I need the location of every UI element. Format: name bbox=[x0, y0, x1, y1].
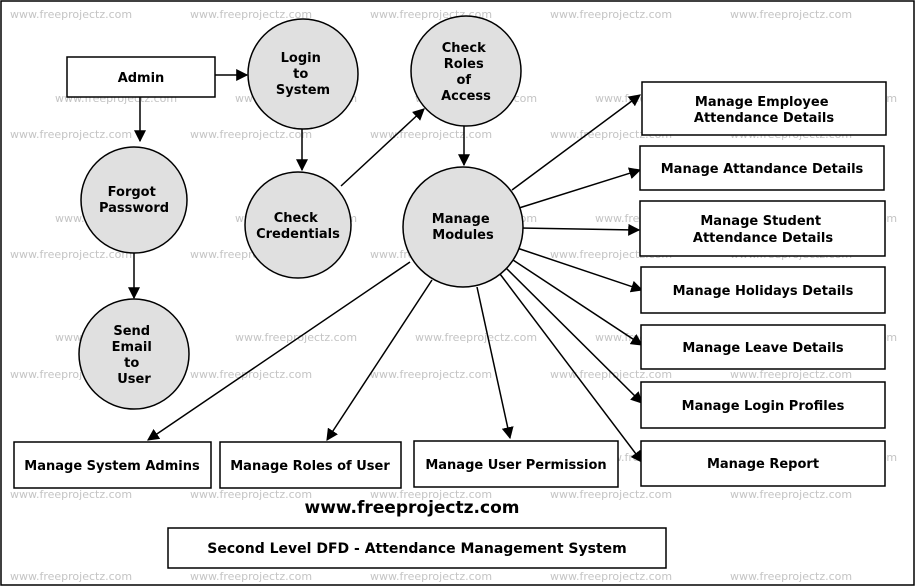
process-login-label: Login to System bbox=[276, 51, 330, 98]
entity-admin-label: Admin bbox=[118, 71, 165, 86]
watermark-text: www.freeprojectz.com bbox=[190, 368, 312, 381]
process-labels: Login to System Check Roles of Access Fo… bbox=[99, 41, 494, 387]
store-login-profiles-label: Manage Login Profiles bbox=[682, 399, 845, 414]
flow-to-login-profiles bbox=[505, 267, 643, 404]
process-manage-modules bbox=[402, 166, 524, 288]
flow-to-report bbox=[499, 273, 643, 463]
watermark-text: www.freeprojectz.com bbox=[550, 488, 672, 501]
watermark-text: www.freeprojectz.com bbox=[10, 8, 132, 21]
site-url: www.freeprojectz.com bbox=[305, 498, 520, 518]
entity-admin: Admin bbox=[66, 56, 216, 98]
store-attendance bbox=[639, 145, 885, 191]
watermark-text: www.freeprojectz.com bbox=[730, 368, 852, 381]
store-leave bbox=[640, 324, 886, 370]
title-box: Second Level DFD - Attendance Management… bbox=[167, 527, 667, 569]
store-system-admins-label: Manage System Admins bbox=[24, 459, 200, 474]
watermark-text: www.freeprojectz.com bbox=[190, 128, 312, 141]
store-holidays bbox=[640, 266, 886, 314]
store-roles-of-user bbox=[219, 441, 402, 489]
watermark-text: www.freeprojectz.com bbox=[730, 488, 852, 501]
store-report-label: Manage Report bbox=[707, 457, 819, 472]
watermark-text: www.freeprojectz.com bbox=[370, 128, 492, 141]
diagram-title: Second Level DFD - Attendance Management… bbox=[207, 541, 626, 557]
store-roles-of-user-label: Manage Roles of User bbox=[230, 459, 390, 474]
watermark-text: www.freeprojectz.com bbox=[235, 331, 357, 344]
store-leave-label: Manage Leave Details bbox=[682, 341, 844, 356]
watermark-text: www.freeprojectz.com bbox=[550, 368, 672, 381]
process-send-email bbox=[78, 298, 190, 410]
store-employee-attendance bbox=[641, 81, 887, 136]
watermark-text: www.freeprojectz.com bbox=[10, 570, 132, 583]
process-check-credentials bbox=[244, 171, 352, 279]
watermark-text: www.freeprojectz.com bbox=[370, 488, 492, 501]
watermark-text: www.freeprojectz.com bbox=[190, 570, 312, 583]
store-user-permission-label: Manage User Permission bbox=[425, 458, 606, 473]
process-forgot-password-label: Forgot Password bbox=[99, 185, 169, 216]
watermark-text: www.freeprojectz.com bbox=[10, 488, 132, 501]
watermark-text: www.freeprojectz.com bbox=[10, 128, 132, 141]
store-student-attendance-label: Manage Student Attendance Details bbox=[693, 214, 833, 246]
store-holidays-label: Manage Holidays Details bbox=[673, 284, 854, 299]
watermark-text: www.freeprojectz.com bbox=[370, 368, 492, 381]
watermark-text: www.freeprojectz.com bbox=[550, 570, 672, 583]
store-student-attendance bbox=[639, 200, 886, 257]
store-attendance-label: Manage Attandance Details bbox=[661, 162, 864, 177]
flow-credentials-to-roles bbox=[340, 108, 425, 187]
process-send-email-label: Send Email to User bbox=[112, 324, 157, 387]
data-store-labels: Manage Employee Attendance Details Manag… bbox=[24, 95, 863, 474]
flow-to-student-attendance bbox=[519, 223, 641, 236]
flow-to-employee-attendance bbox=[511, 94, 641, 191]
flow-to-system-admins bbox=[147, 261, 411, 441]
flow-arrows bbox=[128, 69, 644, 463]
flow-to-holidays bbox=[516, 247, 644, 293]
store-login-profiles bbox=[640, 381, 886, 429]
flow-to-attendance bbox=[518, 167, 642, 209]
watermark-text: www.freeprojectz.com bbox=[10, 248, 132, 261]
store-user-permission bbox=[413, 440, 619, 488]
watermark-text: www.freeprojectz.com bbox=[730, 570, 852, 583]
watermark-text: www.freeprojectz.com bbox=[190, 488, 312, 501]
flow-to-leave bbox=[512, 259, 644, 346]
process-shapes bbox=[78, 15, 524, 410]
process-check-roles bbox=[410, 15, 522, 127]
process-check-roles-label: Check Roles of Access bbox=[441, 41, 491, 104]
watermark-text: www.freeprojectz.com bbox=[415, 331, 537, 344]
watermark-text: www.freeprojectz.com bbox=[730, 8, 852, 21]
data-store-shapes bbox=[13, 81, 887, 489]
watermark-text: www.freeprojectz.com bbox=[550, 8, 672, 21]
process-check-credentials-label: Check Credentials bbox=[256, 211, 340, 242]
flow-to-user-permission bbox=[476, 286, 514, 440]
process-forgot-password bbox=[80, 146, 188, 254]
watermark-text: www.freeprojectz.com bbox=[370, 570, 492, 583]
store-system-admins bbox=[13, 441, 212, 489]
store-employee-attendance-label: Manage Employee Attendance Details bbox=[694, 95, 834, 126]
store-report bbox=[640, 440, 886, 487]
flow-to-roles-of-user bbox=[326, 279, 433, 442]
watermark-text: www.freeprojectz.com bbox=[190, 8, 312, 21]
process-login bbox=[247, 18, 359, 130]
process-manage-modules-label: Manage Modules bbox=[432, 212, 494, 243]
